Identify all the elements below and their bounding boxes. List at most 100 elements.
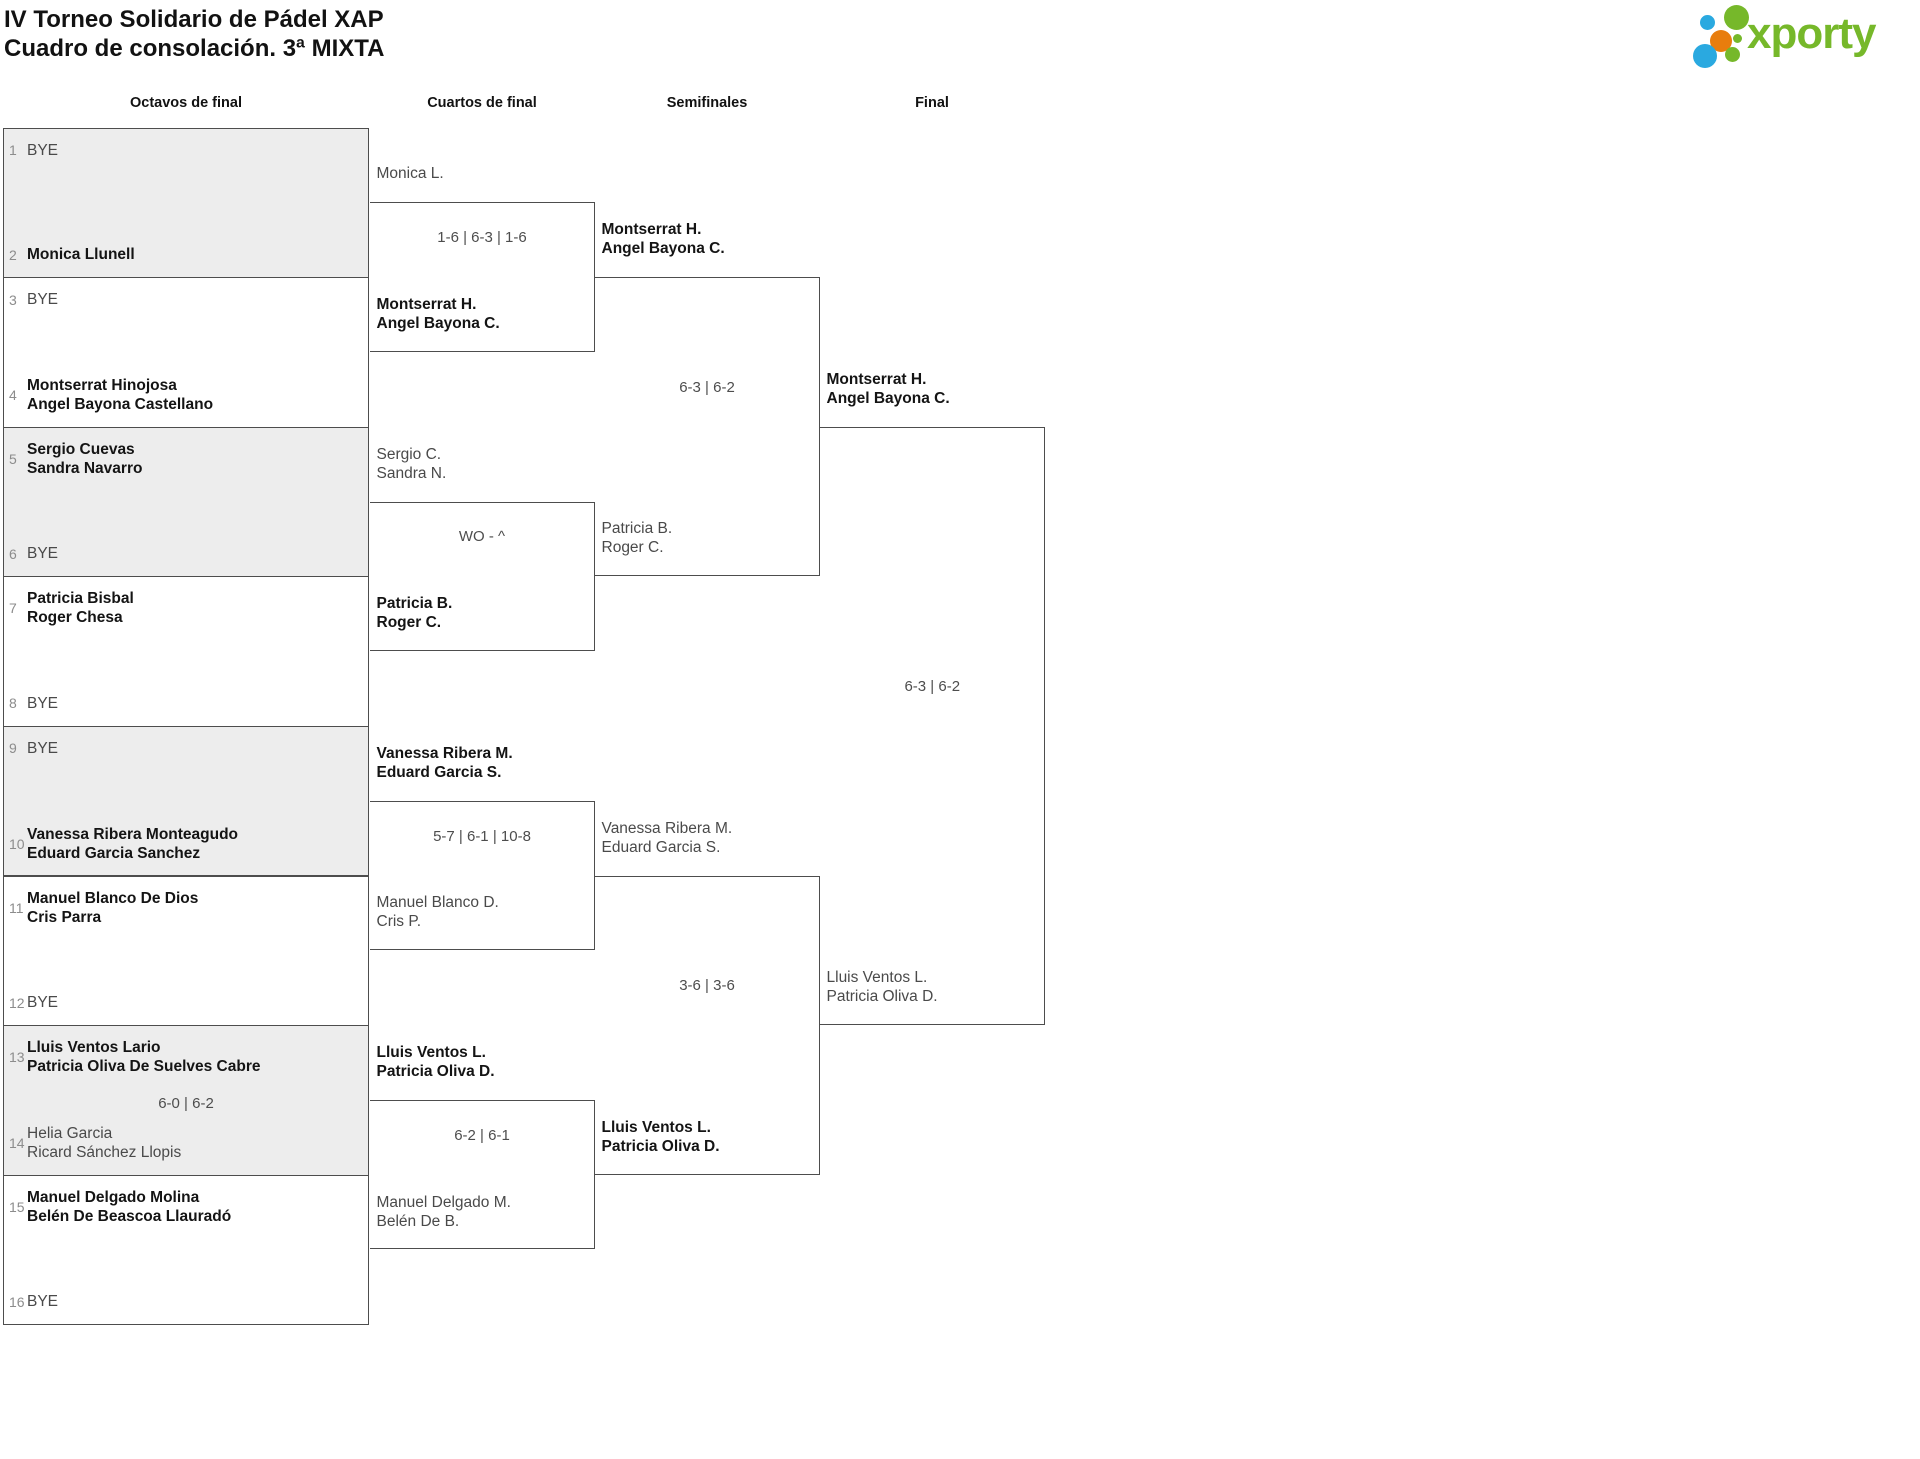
seed-entry: 2 Monica Llunell: [9, 245, 135, 264]
match-score: 3-6 | 3-6: [679, 977, 735, 995]
match-score: 1-6 | 6-3 | 1-6: [437, 229, 527, 247]
round-header-octavos: Octavos de final: [129, 95, 242, 111]
match-participant: Manuel Blanco D.Cris P.: [377, 893, 499, 931]
seed-names: BYE: [27, 694, 58, 713]
participant-name: Eduard Garcia S.: [601, 838, 721, 856]
match-participant: Montserrat H.Angel Bayona C.: [377, 295, 500, 333]
quarterfinals-match-box: [369, 1099, 595, 1250]
bracket-subtitle: Cuadro de consolación. 3ª MIXTA: [4, 35, 385, 62]
participant-name: Cris Parra: [27, 908, 102, 926]
match-participant: Vanessa Ribera M.Eduard Garcia S.: [377, 744, 513, 782]
seed-number: 5: [9, 450, 17, 467]
match-participant: Monica L.: [377, 164, 444, 183]
seed-number: 4: [9, 386, 17, 403]
semifinals-match-box: [594, 875, 820, 1175]
match-participant: Manuel Delgado M.Belén De B.: [377, 1193, 511, 1231]
semifinals-match-box: [594, 277, 820, 577]
participant-name: Ricard Sánchez Llopis: [27, 1143, 182, 1161]
match-score: 6-0 | 6-2: [158, 1094, 214, 1112]
participant-name: Vanessa Ribera Monteagudo: [27, 825, 239, 843]
seed-number: 16: [9, 1293, 25, 1310]
participant-name: Manuel Blanco De Dios: [27, 889, 199, 907]
participant-name: Vanessa Ribera M.: [376, 744, 513, 762]
participant-name: Angel Bayona C.: [826, 389, 950, 407]
participant-name: BYE: [27, 739, 59, 757]
participant-name: Roger C.: [601, 539, 664, 557]
r16-match-box: [3, 1025, 369, 1176]
page-title: IV Torneo Solidario de Pádel XAP Cuadro …: [4, 5, 384, 63]
r16-match-box: [3, 127, 369, 279]
match-participant: Patricia B.Roger C.: [602, 519, 673, 557]
seed-names: BYE: [27, 544, 58, 563]
seed-names: BYE: [27, 739, 58, 758]
r16-match-box: [3, 1174, 369, 1326]
seed-names: BYE: [27, 1292, 58, 1311]
quarterfinals-match-box: [369, 501, 595, 652]
seed-names: Monica Llunell: [27, 245, 135, 264]
seed-entry: 9 BYE: [9, 739, 58, 758]
logo-dot-icon: [1699, 14, 1715, 30]
participant-name: Lluis Ventos L.: [601, 1118, 711, 1136]
participant-name: Manuel Delgado Molina: [27, 1188, 200, 1206]
participant-name: Patricia Oliva D.: [601, 1137, 720, 1155]
participant-name: BYE: [27, 694, 59, 712]
participant-name: Monica L.: [376, 165, 444, 183]
participant-name: Helia Garcia: [27, 1124, 113, 1142]
participant-name: Sergio Cuevas: [27, 440, 135, 458]
seed-number: 14: [9, 1134, 25, 1151]
participant-name: Belén De Beascoa Llauradó: [27, 1207, 232, 1225]
logo-dot-icon: [1693, 44, 1717, 68]
participant-name: Patricia Oliva D.: [826, 988, 938, 1006]
logo-dot-icon: [1724, 46, 1740, 62]
participant-name: BYE: [27, 545, 59, 563]
participant-name: Patricia Bisbal: [27, 590, 134, 608]
participant-name: Vanessa Ribera M.: [601, 819, 733, 837]
participant-name: BYE: [27, 1293, 59, 1311]
match-participant: Sergio C.Sandra N.: [377, 445, 447, 483]
participant-name: Montserrat H.: [601, 221, 702, 239]
participant-name: Manuel Delgado M.: [376, 1193, 511, 1211]
match-participant: Patricia B.Roger C.: [377, 594, 453, 632]
participant-name: Manuel Blanco D.: [376, 894, 499, 912]
participant-name: Belén De B.: [376, 1212, 460, 1230]
seed-number: 11: [9, 899, 24, 916]
r16-match-box: [3, 576, 369, 727]
participant-name: Sandra N.: [376, 464, 447, 482]
participant-name: Montserrat Hinojosa: [27, 376, 177, 394]
participant-name: Montserrat H.: [376, 295, 477, 313]
match-score: 6-2 | 6-1: [454, 1126, 510, 1144]
seed-number: 3: [9, 291, 17, 308]
participant-name: Angel Bayona C.: [601, 240, 725, 258]
seed-number: 9: [9, 740, 17, 757]
participant-name: Eduard Garcia Sanchez: [27, 844, 201, 862]
participant-name: Sandra Navarro: [27, 459, 143, 477]
participant-name: Lluis Ventos L.: [376, 1043, 486, 1061]
participant-name: Eduard Garcia S.: [376, 763, 502, 781]
round-header-final: Final: [915, 95, 949, 111]
participant-name: Patricia B.: [601, 520, 673, 538]
xporty-logo-text: xporty: [1747, 9, 1876, 58]
match-participant: Vanessa Ribera M.Eduard Garcia S.: [602, 819, 733, 857]
seed-number: 2: [9, 246, 17, 263]
match-participant: Lluis Ventos L.Patricia Oliva D.: [602, 1118, 720, 1156]
round-header-semifinales: Semifinales: [666, 95, 748, 111]
participant-name: Lluis Ventos Lario: [27, 1039, 161, 1057]
seed-number: 15: [9, 1198, 25, 1215]
r16-match-box: [3, 875, 369, 1027]
